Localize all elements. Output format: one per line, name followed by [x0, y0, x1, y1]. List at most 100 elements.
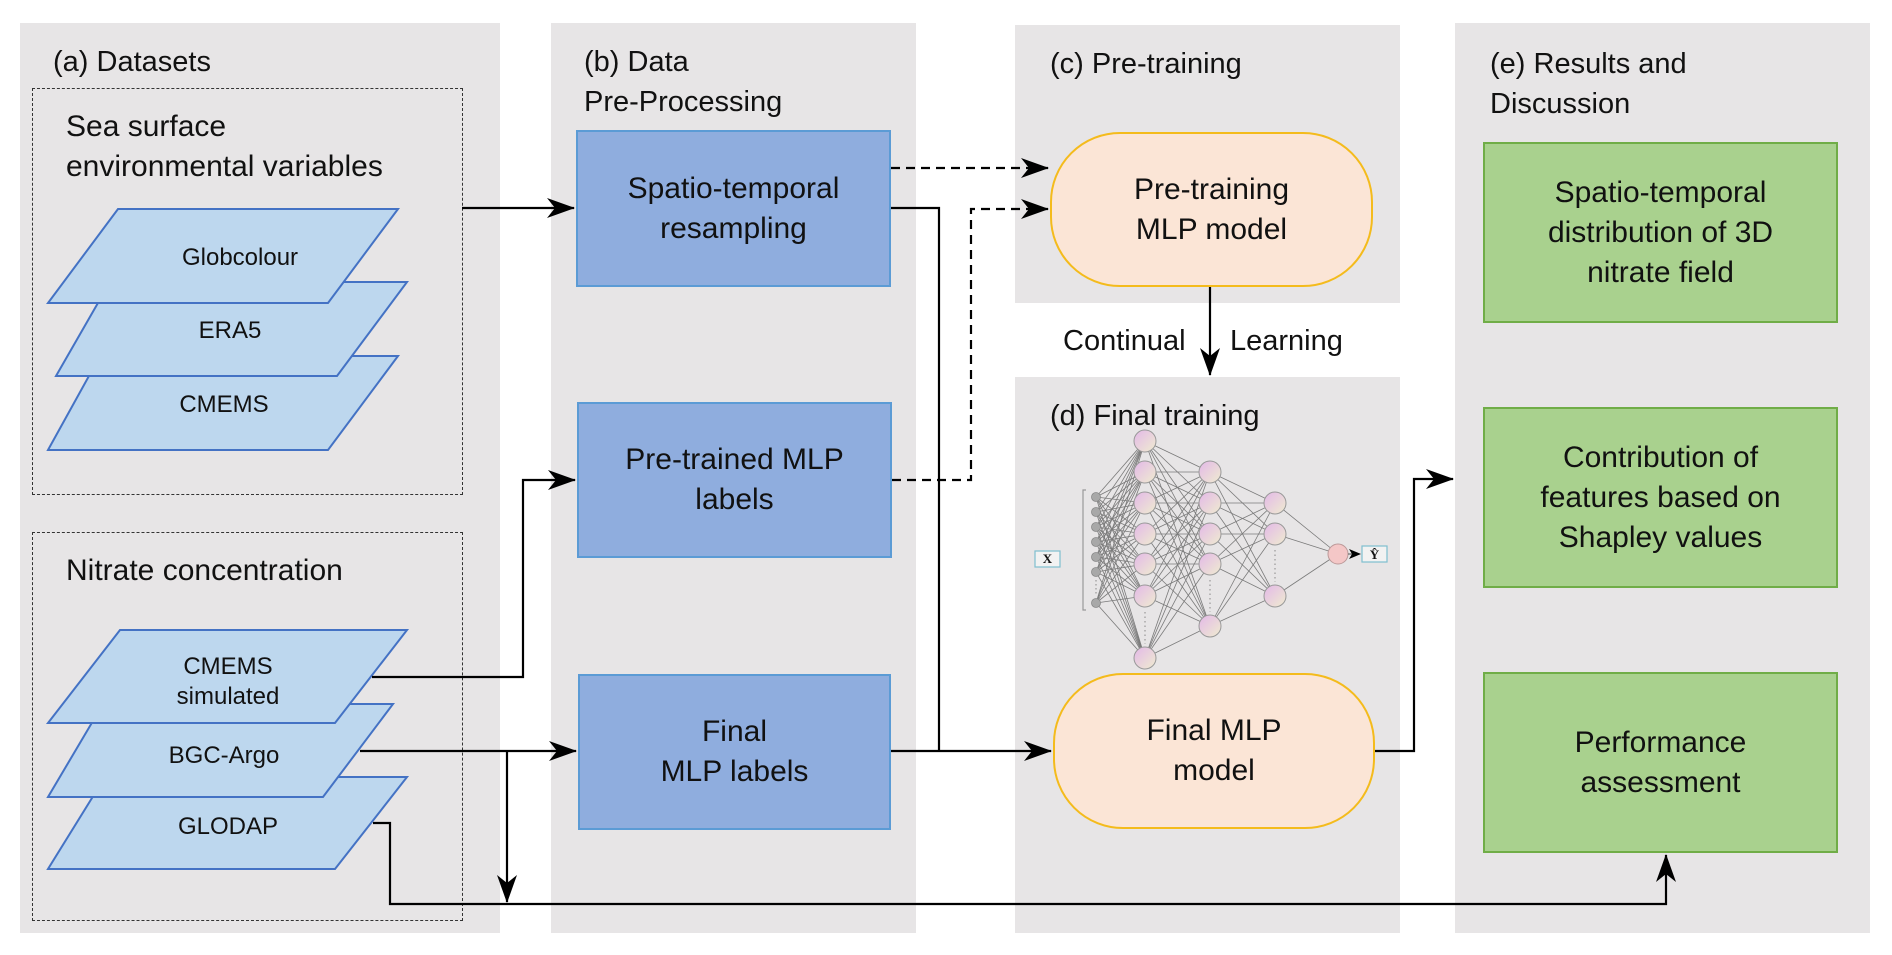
nn-hidden-node-layer-2	[1198, 460, 1222, 484]
nn-output-box	[1361, 545, 1388, 563]
nn-edge	[1209, 595, 1276, 627]
model-pretraining: Pre-training MLP model	[1050, 132, 1373, 287]
nn-edge	[1095, 440, 1146, 573]
nn-output-label: Ŷ	[1370, 547, 1380, 562]
nn-edge	[1274, 502, 1339, 555]
nn-edge	[1144, 471, 1211, 597]
nn-hidden-node-layer-1	[1133, 522, 1157, 546]
nn-edge	[1095, 511, 1146, 659]
nn-edge	[1095, 556, 1146, 659]
nn-edge	[1274, 553, 1339, 597]
nn-edge	[1209, 502, 1276, 565]
nn-edge	[1144, 533, 1211, 659]
nn-hidden-node-layer-1	[1133, 460, 1157, 484]
nn-edge	[1144, 625, 1211, 659]
nn-edge	[1144, 563, 1211, 659]
arrow-cmems-sim-to-pretrained-labels	[372, 470, 576, 679]
nn-hidden-node-layer-1	[1133, 429, 1157, 453]
nn-edge	[1095, 471, 1146, 558]
nn-edge	[1209, 502, 1276, 597]
result-performance-assessment: Performance assessment	[1483, 672, 1838, 853]
nn-hidden-node-layer-1	[1133, 584, 1157, 608]
nn-edge	[1144, 502, 1211, 597]
group-nitrate	[32, 532, 463, 921]
box-pretrained-labels-label: Pre-trained MLP labels	[625, 443, 844, 516]
nn-input-node	[1091, 507, 1101, 517]
nn-hidden-node-layer-1	[1133, 491, 1157, 515]
arrow-resampling-to-final-model	[891, 206, 941, 751]
result-performance-assessment-label: Performance assessment	[1574, 725, 1747, 799]
layer-label-cmems-simulated: CMEMS simulated	[176, 653, 280, 710]
nn-hidden-node-layer-2	[1198, 614, 1222, 638]
nn-hidden-node-layer-1	[1133, 646, 1157, 670]
input-bracket	[1082, 489, 1086, 611]
nn-edge	[1144, 471, 1211, 504]
nn-edge	[1095, 471, 1146, 604]
box-final-labels-label: Final MLP labels	[660, 715, 809, 788]
arrow-glodap-to-performance	[373, 821, 1676, 906]
nn-edge	[1095, 496, 1146, 597]
nn-edge	[1209, 471, 1276, 504]
nn-edge	[1095, 602, 1146, 659]
nn-edge	[1209, 533, 1276, 627]
nn-edge	[1095, 440, 1146, 498]
nn-input-node	[1091, 598, 1101, 608]
nn-input-node	[1091, 522, 1101, 532]
layer-label-bgc-argo: BGC-Argo	[168, 742, 280, 769]
box-spatiotemporal-resampling: Spatio-temporal resampling	[576, 130, 891, 287]
nn-hidden-node-layer-2	[1198, 522, 1222, 546]
box-final-labels: Final MLP labels	[578, 674, 891, 830]
result-spatiotemporal-distribution-label: Spatio-temporal distribution of 3D nitra…	[1547, 175, 1774, 289]
nn-hidden-node-layer-3	[1263, 491, 1287, 515]
nn-output-node	[1327, 543, 1349, 565]
nn-edge	[1095, 440, 1146, 528]
panel-title-results: (e) Results and Discussion	[1490, 48, 1687, 120]
nn-edge	[1095, 440, 1146, 513]
group-sea-surface	[32, 88, 463, 495]
nn-edge	[1209, 502, 1276, 627]
nn-edge	[1095, 541, 1146, 659]
nn-edge	[1095, 496, 1146, 659]
model-final-mlp-label: Final MLP model	[1146, 714, 1282, 787]
learning-label: Learning	[1230, 325, 1343, 357]
nn-edge	[1095, 533, 1146, 604]
nn-edge	[1144, 471, 1211, 565]
result-shapley-contribution-label: Contribution of features based on Shaple…	[1540, 440, 1781, 554]
nn-edge	[1095, 526, 1146, 659]
box-pretrained-labels: Pre-trained MLP labels	[577, 402, 892, 558]
nn-input-label: X	[1043, 551, 1053, 566]
nn-edge	[1144, 563, 1211, 627]
nn-edge	[1144, 471, 1211, 535]
nn-edge	[1144, 502, 1211, 659]
model-pretraining-label: Pre-training MLP model	[1133, 172, 1290, 246]
layer-cmems-simulated	[45, 629, 410, 724]
nn-edge	[1209, 502, 1276, 535]
nn-edge	[1209, 533, 1276, 565]
arrow-pretrained-labels-to-pretraining	[892, 199, 1049, 482]
layer-label-era5: ERA5	[198, 317, 262, 344]
nn-input-box	[1034, 550, 1061, 568]
nn-edge	[1095, 502, 1146, 604]
nn-hidden-node-layer-2	[1198, 552, 1222, 576]
group-title-sea-surface: Sea surface environmental variables	[66, 110, 383, 183]
nn-edge	[1095, 440, 1146, 543]
layer-globcolour	[46, 208, 400, 304]
nn-edge	[1095, 502, 1146, 558]
layer-label-globcolour: Globcolour	[181, 244, 299, 271]
nn-input-node	[1091, 552, 1101, 562]
nn-edge	[1095, 440, 1146, 558]
nn-hidden-node-layer-2	[1198, 491, 1222, 515]
result-shapley-contribution: Contribution of features based on Shaple…	[1483, 407, 1838, 588]
panel-title-datasets: (a) Datasets	[53, 46, 211, 78]
model-final-mlp: Final MLP model	[1053, 673, 1375, 829]
nn-input-node	[1091, 492, 1101, 502]
nn-input-node	[1091, 567, 1101, 577]
panel-title-pretraining: (c) Pre-training	[1050, 48, 1242, 80]
nn-hidden-node-layer-3	[1263, 522, 1287, 546]
nn-hidden-node-layer-3	[1263, 584, 1287, 608]
box-spatiotemporal-resampling-label: Spatio-temporal resampling	[627, 171, 840, 245]
nn-hidden-node-layer-1	[1133, 552, 1157, 576]
